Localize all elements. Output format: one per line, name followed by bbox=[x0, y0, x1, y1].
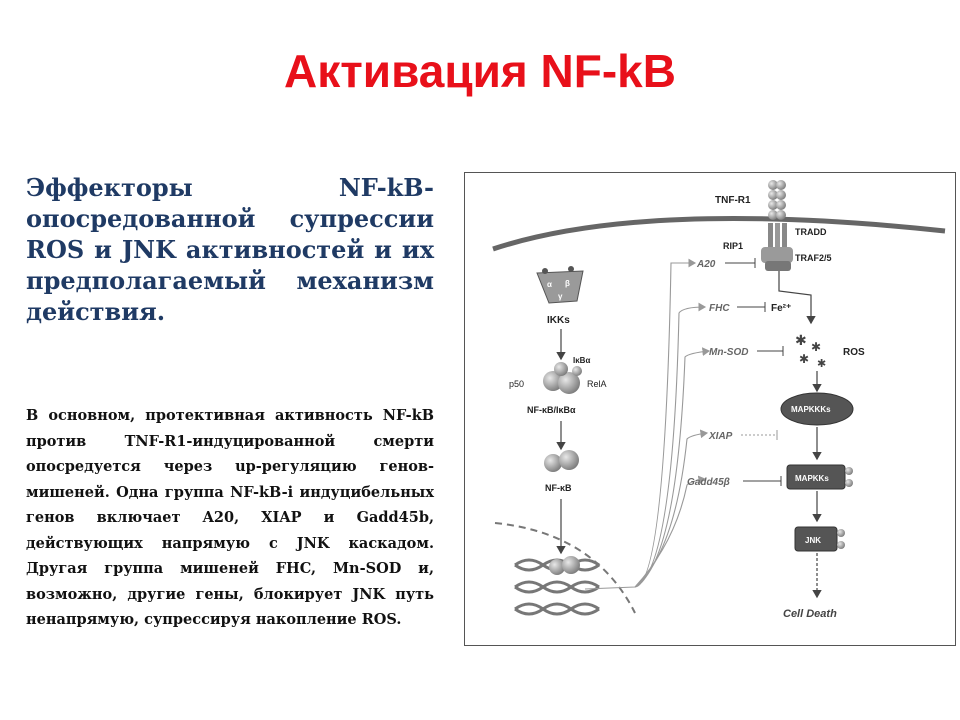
mapkks-node bbox=[786, 464, 846, 490]
svg-text:✱: ✱ bbox=[795, 333, 807, 349]
ros-stars: ✱ ✱ ✱ ✱ bbox=[795, 333, 826, 370]
tnf-r1-receptor bbox=[761, 180, 793, 271]
label-alpha: α bbox=[547, 280, 552, 289]
label-nfkb-ikba: NF-κB/IκBα bbox=[527, 405, 576, 415]
nuclear-membrane bbox=[494, 522, 636, 614]
svg-text:✱: ✱ bbox=[799, 352, 809, 366]
label-cell-death: Cell Death bbox=[783, 608, 837, 620]
ikk-complex bbox=[536, 266, 584, 304]
label-fhc: FHC bbox=[709, 303, 730, 314]
label-xiap: XIAP bbox=[708, 431, 733, 442]
mapkkks-node bbox=[780, 392, 854, 426]
label-rela: RelA bbox=[587, 379, 607, 389]
jnk-node bbox=[794, 526, 838, 552]
cell-membrane bbox=[492, 216, 946, 252]
svg-text:✱: ✱ bbox=[811, 340, 821, 354]
label-nfkb: NF-κB bbox=[545, 483, 572, 493]
pathway-diagram: TNF-R1 TRADD RIP1 TRAF2/5 α β γ IKKs IκB… bbox=[464, 172, 956, 646]
slide-title: Активация NF-kB bbox=[284, 45, 676, 97]
svg-text:✱: ✱ bbox=[817, 357, 826, 370]
label-p50: p50 bbox=[509, 379, 524, 389]
label-ikks: IKKs bbox=[547, 315, 570, 326]
label-tnf-r1: TNF-R1 bbox=[715, 195, 751, 206]
label-gadd45b: Gadd45β bbox=[687, 477, 730, 488]
label-a20: A20 bbox=[696, 259, 716, 270]
label-mn-sod: Mn-SOD bbox=[709, 347, 748, 358]
label-gamma: γ bbox=[558, 292, 563, 301]
label-fe: Fe²⁺ bbox=[771, 303, 791, 314]
label-beta: β bbox=[565, 279, 570, 288]
pathway-diagram-svg: TNF-R1 TRADD RIP1 TRAF2/5 α β γ IKKs IκB… bbox=[492, 180, 946, 620]
dna-helix bbox=[514, 558, 600, 616]
label-mapkkks: MAPKKKs bbox=[791, 405, 831, 414]
label-ros: ROS bbox=[843, 347, 865, 358]
label-ikba: IκBα bbox=[573, 356, 590, 365]
slide-body-text: В основном, протективная активность NF-k… bbox=[26, 407, 434, 628]
label-rip1: RIP1 bbox=[723, 241, 743, 251]
label-tradd: TRADD bbox=[795, 227, 827, 237]
label-mapkks: MAPKKs bbox=[795, 474, 829, 483]
slide-heading: Эффекторы NF-kB-опосредованной супрессии… bbox=[26, 173, 434, 326]
label-jnk: JNK bbox=[805, 536, 821, 545]
nfkb-dimer bbox=[544, 450, 579, 472]
label-traf: TRAF2/5 bbox=[795, 253, 832, 263]
nfkb-ikba-complex bbox=[543, 362, 582, 394]
